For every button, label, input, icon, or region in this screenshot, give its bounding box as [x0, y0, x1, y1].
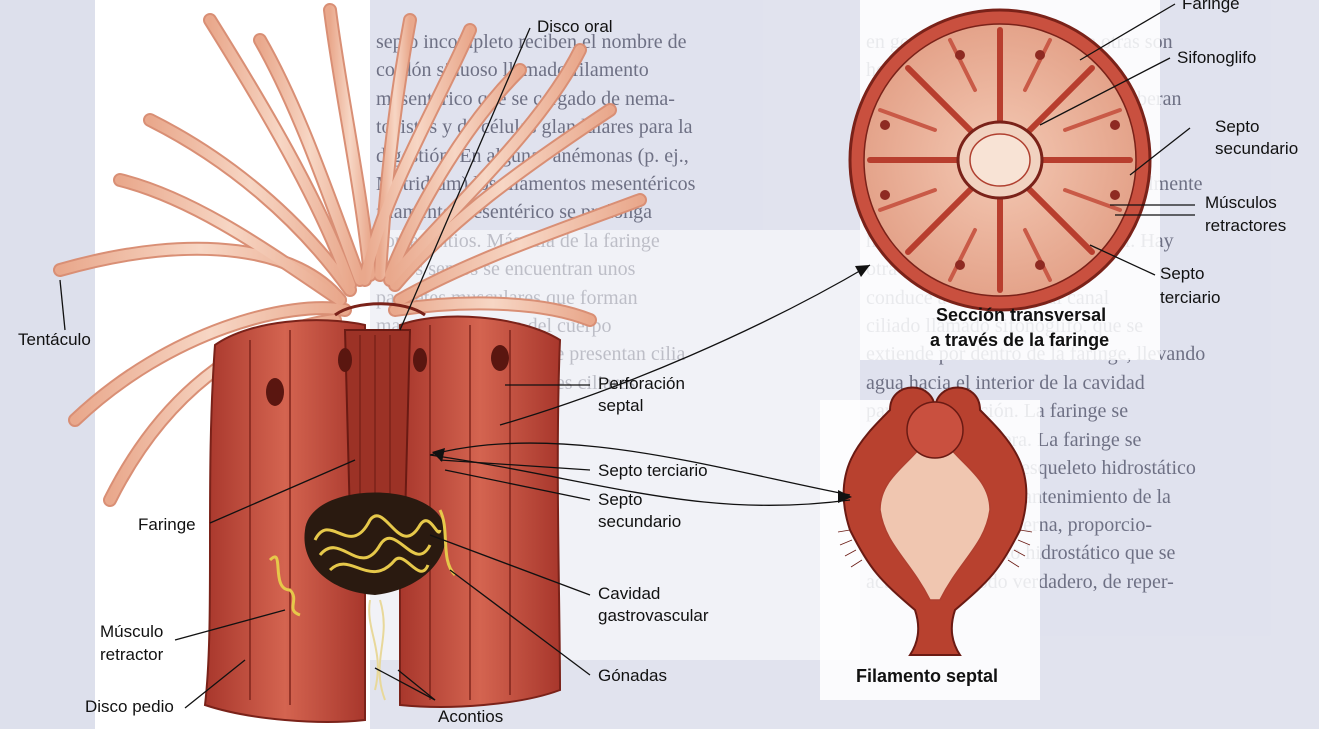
label-musculos-retractores-2: retractores — [1205, 216, 1286, 236]
cross-section-pharynx — [850, 10, 1150, 310]
label-septo-terciario-right-1: Septo — [1160, 264, 1204, 284]
label-filamento-septal: Filamento septal — [856, 666, 998, 686]
label-gonadas: Gónadas — [598, 666, 667, 686]
septal-filament — [838, 388, 1032, 656]
label-sifonoglifo: Sifonoglifo — [1177, 48, 1256, 68]
label-septo-terciario-right-2: terciario — [1160, 288, 1220, 308]
label-septo-secundario-mid-2: secundario — [598, 512, 681, 532]
label-septo-terciario-mid: Septo terciario — [598, 461, 708, 481]
label-perforacion-2: septal — [598, 396, 643, 416]
label-musculo-retractor-2: retractor — [100, 645, 163, 665]
label-faringe-mid: Faringe — [138, 515, 196, 535]
label-seccion-2: a través de la faringe — [930, 330, 1109, 350]
label-cavidad-2: gastrovascular — [598, 606, 709, 626]
label-tentaculo: Tentáculo — [18, 330, 91, 350]
label-cavidad-1: Cavidad — [598, 584, 660, 604]
anemone-body — [205, 304, 560, 722]
label-septo-secundario-right-1: Septo — [1215, 117, 1259, 137]
label-acontios: Acontios — [438, 707, 503, 727]
label-musculos-retractores-1: Músculos — [1205, 193, 1277, 213]
label-perforacion-1: Perforación — [598, 374, 685, 394]
label-faringe-top: Faringe — [1182, 0, 1240, 14]
label-musculo-retractor-1: Músculo — [100, 622, 163, 642]
label-seccion-1: Sección transversal — [936, 305, 1106, 325]
label-disco-pedio: Disco pedio — [85, 697, 174, 717]
label-septo-secundario-right-2: secundario — [1215, 139, 1298, 159]
label-disco-oral: Disco oral — [537, 17, 613, 37]
label-septo-secundario-mid-1: Septo — [598, 490, 642, 510]
